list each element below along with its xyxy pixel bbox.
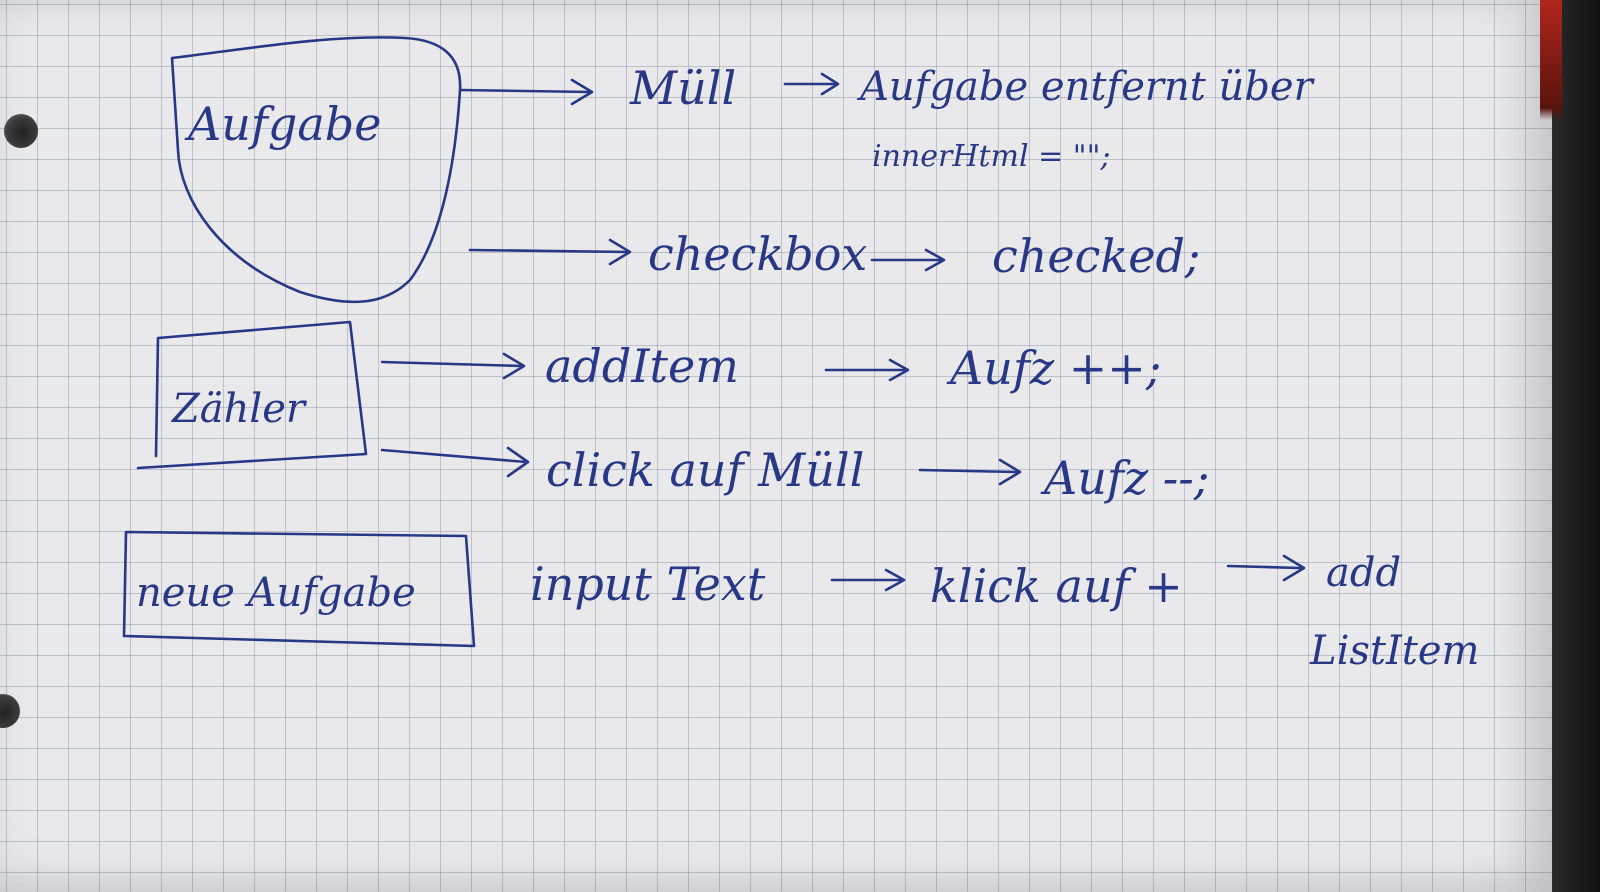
aufgabe-box xyxy=(170,36,462,304)
r5-event: input Text xyxy=(530,557,766,611)
zaehler-box xyxy=(136,320,368,470)
arrowhead-3b xyxy=(888,358,910,382)
arrow-zaehler-click xyxy=(380,448,528,464)
aufgabe-label: Aufgabe xyxy=(184,97,381,151)
r1-action-line1: Aufgabe entfernt über xyxy=(856,64,1316,110)
neue-aufgabe-label: neue Aufgabe xyxy=(136,570,416,616)
arrowhead-4 xyxy=(506,446,530,478)
arrow-zaehler-additem xyxy=(380,360,524,368)
r5-action-line2: ListItem xyxy=(1309,628,1479,674)
r5-middle: klick auf + xyxy=(930,559,1183,613)
r1-action-line2: innerHtml = ""; xyxy=(872,139,1111,174)
r2-action: checked; xyxy=(992,229,1200,283)
r3-event: addItem xyxy=(545,339,739,393)
arrow-aufgabe-muell xyxy=(458,88,592,94)
arrowhead-5 xyxy=(884,568,906,592)
arrowhead-1 xyxy=(570,78,594,106)
arrow-click-aufz xyxy=(918,468,1018,474)
notebook-page xyxy=(0,0,1552,892)
desk-background xyxy=(1552,0,1600,892)
arrowhead-2b xyxy=(924,248,946,272)
arrowhead-3 xyxy=(502,352,526,380)
arrow-klick-add xyxy=(1226,564,1302,570)
r4-event: click auf Müll xyxy=(546,443,864,497)
arrowhead-2 xyxy=(608,238,632,266)
arrowhead-4b xyxy=(998,458,1022,486)
punch-hole-top xyxy=(4,114,38,148)
r1-event: Müll xyxy=(629,61,736,115)
arrowhead-5b xyxy=(1282,554,1306,582)
r5-action-line1: add xyxy=(1326,550,1401,596)
desk-red-object xyxy=(1540,0,1562,120)
r4-action: Aufz --; xyxy=(1040,451,1209,505)
arrowhead-1b xyxy=(820,72,840,96)
arrow-aufgabe-checkbox xyxy=(468,248,630,254)
zaehler-label: Zähler xyxy=(170,386,308,432)
r3-action: Aufz ++; xyxy=(946,341,1161,395)
neue-aufgabe-box xyxy=(122,530,476,648)
punch-hole-bottom xyxy=(0,694,20,728)
r2-event: checkbox xyxy=(648,227,867,281)
